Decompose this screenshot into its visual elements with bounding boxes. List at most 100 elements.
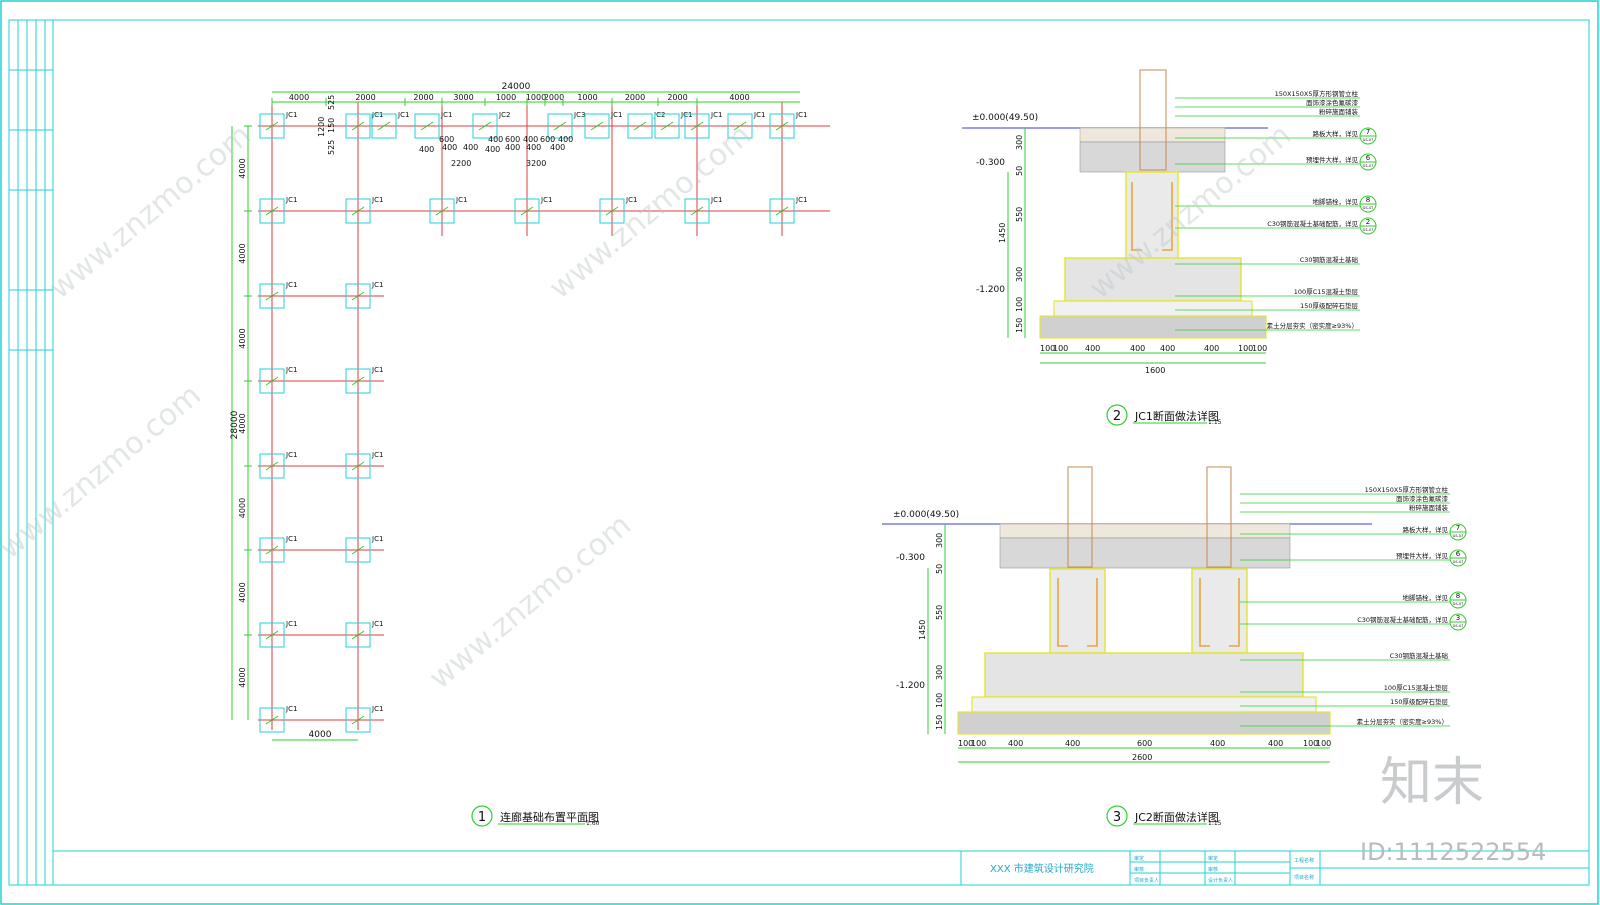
callout-number: 8 — [1366, 196, 1370, 204]
plan-top-dim: 4000 — [289, 93, 309, 102]
section-note: C30钢筋混凝土基础配筋，详见 — [1267, 219, 1358, 228]
jc2-title: JC2断面做法详图 — [1134, 810, 1219, 824]
jc2-elev-top: ±0.000(49.50) — [893, 510, 959, 520]
callout-sheet: GS-07 — [1453, 602, 1464, 606]
watermark-site: www.znzmo.com — [423, 508, 638, 697]
tb-cell: 项目名称 — [1294, 874, 1314, 881]
jc2-hdim: 100 — [1303, 739, 1318, 748]
plan-left-dim: 4000 — [238, 158, 247, 178]
title-block: XXX 市建筑设计研究院 审定 审核 工程名称 审定 审核 项目负责人 设计负责… — [53, 850, 1590, 886]
callout-number: 6 — [1456, 550, 1461, 558]
foundation-pad: JC1 — [345, 535, 383, 563]
pad-label: JC1 — [625, 196, 637, 204]
pad-label: JC1 — [285, 535, 297, 543]
plan-top-dim: 1000 — [526, 93, 546, 102]
foundation-pad: JC1 — [684, 196, 722, 224]
jc2-htotal: 2600 — [1132, 753, 1152, 762]
institute-name: XXX 市建筑设计研究院 — [990, 862, 1094, 875]
jc1-hdim: 400 — [1085, 344, 1100, 353]
foundation-pad: JC1 — [345, 620, 383, 648]
callout-number: 2 — [1366, 218, 1370, 226]
jc1-elev-top: ±0.000(49.50) — [972, 113, 1038, 123]
pad-label: JC1 — [795, 196, 807, 204]
callout-sheet: GS-07 — [1453, 560, 1464, 564]
section-note: 粉碎施面铺装 — [1409, 503, 1449, 512]
jc1-vdim: 50 — [1015, 166, 1024, 176]
section-note: 粉碎施面铺装 — [1319, 107, 1359, 116]
foundation-pad: JC1 — [259, 366, 297, 394]
section-note: 预埋件大样，详见 — [1306, 155, 1359, 164]
pad-label: JC1 — [710, 196, 722, 204]
plan-top-dim: 3000 — [453, 93, 473, 102]
callout-number: 7 — [1366, 128, 1370, 136]
section-note: C30钢筋混凝土基础 — [1390, 651, 1449, 660]
pad-label: JC1 — [285, 620, 297, 628]
jc2-notes: 150X150X5厚方形钢管立柱面饰漆涂色氟碳漆粉碎施面铺装路板大样，详见预埋件… — [1240, 485, 1467, 727]
pad-label: JC1 — [371, 196, 383, 204]
pad-label: JC1 — [397, 111, 409, 119]
foundation-pad: JC1 — [654, 111, 692, 139]
foundation-pad: JC2 — [627, 111, 665, 139]
foundation-pad: JC1 — [727, 111, 765, 139]
foundation-pad: JC1 — [259, 281, 297, 309]
plan-left-dim: 4000 — [238, 667, 247, 687]
jc1-vdim: 300 — [1015, 267, 1024, 282]
jc1-elev-mid: -0.300 — [976, 158, 1005, 168]
watermark-id: ID:1112522554 — [1360, 838, 1546, 866]
foundation-pad: JC1 — [429, 196, 467, 224]
jc1-hdim: 400 — [1160, 344, 1175, 353]
detail-dim: 400 — [505, 143, 520, 152]
pad-label: JC2 — [498, 111, 510, 119]
plan-top-dim: 2000 — [355, 93, 375, 102]
section-note: 路板大样，详见 — [1313, 129, 1359, 138]
foundation-pad: JC1 — [769, 111, 807, 139]
jc1-notes: 150X150X5厚方形钢管立柱面饰漆涂色氟碳漆粉碎施面铺装路板大样，详见预埋件… — [1175, 89, 1377, 331]
plan-left-dim: 4000 — [238, 328, 247, 348]
pad-label: JC1 — [371, 705, 383, 713]
callout-sheet: GS-07 — [1453, 534, 1464, 538]
watermark-site: www.znzmo.com — [0, 378, 208, 567]
tb-cell: 工程名称 — [1294, 857, 1314, 864]
jc2-hdim: 100 — [958, 739, 973, 748]
foundation-pad: JC1 — [684, 111, 722, 139]
jc2-elev-mid: -0.300 — [896, 553, 925, 563]
section-note: 面饰漆涂色氟碳漆 — [1396, 494, 1449, 503]
jc2-hdim: 600 — [1137, 739, 1152, 748]
jc2-title-marker — [1106, 805, 1128, 827]
pad-label: JC1 — [285, 366, 297, 374]
plan-total-height: 28000 — [230, 410, 240, 439]
plan-title: 连廊基础布置平面图 — [500, 810, 599, 824]
callout-sheet: GS-07 — [1363, 228, 1374, 232]
plan-left-dim: 4000 — [238, 413, 247, 433]
pad-label: JC1 — [795, 111, 807, 119]
pad-label: JC2 — [653, 111, 665, 119]
foundation-pad: JC1 — [345, 196, 383, 224]
tb-cell: 审核 — [1134, 866, 1144, 873]
callout-number: 3 — [1456, 614, 1460, 622]
tb-cell: 项目负责人 — [1134, 877, 1159, 884]
jc1-vtotal: 1450 — [998, 223, 1007, 243]
foundation-pad: JC1 — [259, 535, 297, 563]
jc2-vtotal: 1450 — [918, 620, 927, 640]
pad-label: JC1 — [285, 196, 297, 204]
foundation-pad: JC2 — [472, 111, 510, 139]
jc1-hdim: 400 — [1204, 344, 1219, 353]
jc1-title: JC1断面做法详图 — [1134, 409, 1219, 423]
callout-sheet: GS-07 — [1363, 138, 1374, 142]
foundation-pad: JC1 — [584, 111, 622, 139]
pad-label: JC1 — [455, 196, 467, 204]
callout-sheet: GS-07 — [1363, 206, 1374, 210]
foundation-pad: JC1 — [259, 451, 297, 479]
detail-dim: 400 — [523, 135, 538, 144]
plan-top-dim: 2000 — [544, 93, 564, 102]
detail-dim: 400 — [463, 143, 478, 152]
jc1-title-marker — [1106, 404, 1128, 426]
plan-top-dim: 2000 — [625, 93, 645, 102]
tb-cell: 审定 — [1208, 855, 1218, 862]
foundation-pad: JC1 — [345, 366, 383, 394]
pad-label: JC1 — [540, 196, 552, 204]
plan-top-dim: 2000 — [667, 93, 687, 102]
